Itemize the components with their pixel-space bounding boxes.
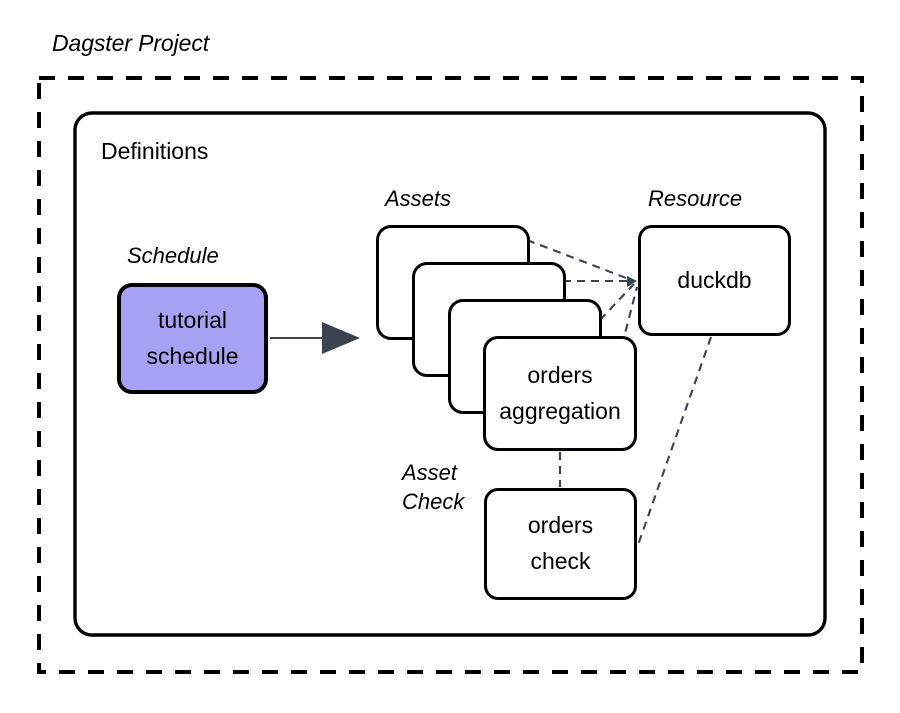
group-label-schedule: Schedule <box>127 243 219 268</box>
group-label-assets: Assets <box>385 186 452 211</box>
asset-node-orders-aggregation[interactable]: orders aggregation <box>483 336 637 451</box>
page-title: Dagster Project <box>52 30 210 56</box>
schedule-node-tutorial-schedule-label: tutorial schedule <box>146 306 239 369</box>
edge-duckdb-orderscheck <box>637 336 712 546</box>
group-label-resource: Resource <box>648 186 743 211</box>
edge-asset3-duckdb <box>599 283 635 321</box>
asset-check-node-orders-check[interactable]: orders check <box>484 488 637 600</box>
resource-node-duckdb-label: duckdb <box>677 266 752 293</box>
group-label-asset-check: Asset Check <box>402 460 465 514</box>
definitions-label: Definitions <box>101 138 209 164</box>
asset-check-node-orders-check-label: orders check <box>527 512 594 574</box>
edge-arrowhead-duckdb <box>627 276 637 287</box>
schedule-arrow-head <box>322 322 360 354</box>
asset-node-orders-aggregation-label: orders aggregation <box>499 361 621 424</box>
resource-node-duckdb[interactable]: duckdb <box>638 225 791 336</box>
schedule-node-tutorial-schedule[interactable]: tutorial schedule <box>117 283 268 394</box>
